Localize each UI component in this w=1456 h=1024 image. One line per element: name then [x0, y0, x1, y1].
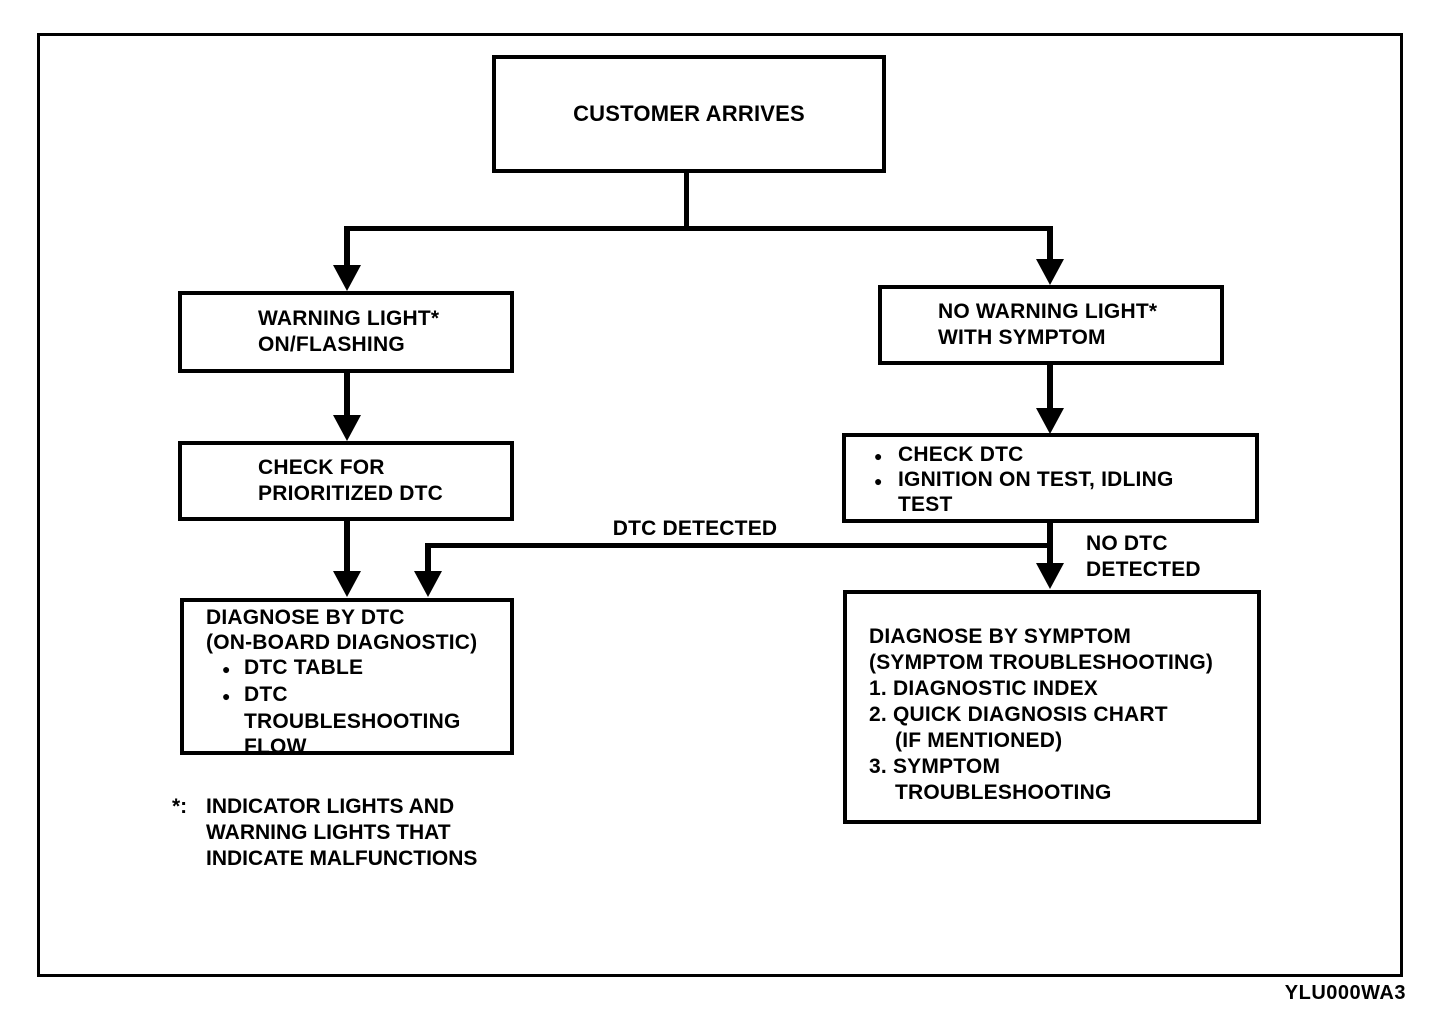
connector-dtc-detected-drop: [425, 543, 431, 573]
connector-check-to-diagnose-dtc: [344, 521, 350, 573]
bullet-line: ● IGNITION ON TEST, IDLING: [874, 468, 1247, 493]
arrowhead-to-no-warning-light: [1036, 259, 1064, 285]
label-no-dtc-detected: NO DTC DETECTED: [1086, 531, 1201, 583]
bullet-icon: ●: [874, 448, 883, 464]
footnote-asterisk: *:: [172, 795, 188, 818]
box-text: NO WARNING LIGHT*: [938, 300, 1158, 323]
label-dtc-detected: DTC DETECTED: [612, 517, 778, 540]
flow-box-diagnose-by-symptom: DIAGNOSE BY SYMPTOM (SYMPTOM TROUBLESHOO…: [843, 590, 1261, 824]
box-text: DTC TABLE: [244, 656, 364, 679]
wrapped-line: TEST: [898, 493, 1247, 517]
flow-box-diagnose-by-dtc: DIAGNOSE BY DTC (ON-BOARD DIAGNOSTIC) ● …: [180, 598, 514, 758]
connector-warning-to-check: [344, 373, 350, 418]
arrowhead-to-diagnose-dtc-left: [333, 571, 361, 597]
bullet-icon: ●: [222, 661, 231, 677]
footnote: *: INDICATOR LIGHTS AND WARNING LIGHTS T…: [172, 794, 477, 872]
flow-box-customer-arrives: CUSTOMER ARRIVES: [492, 55, 886, 173]
footnote-line: INDICATE MALFUNCTIONS: [206, 847, 478, 870]
box-text: PRIORITIZED DTC: [258, 482, 443, 505]
bullet-line: ● DTC TABLE: [222, 655, 504, 682]
box-text: 1. DIAGNOSTIC INDEX: [869, 677, 1098, 700]
box-text: CUSTOMER ARRIVES: [573, 101, 805, 126]
arrowhead-to-check-prioritized: [333, 415, 361, 441]
box-text: TEST: [898, 493, 953, 516]
box-text: DIAGNOSE BY SYMPTOM: [869, 625, 1132, 648]
label-line: NO DTC: [1086, 532, 1168, 555]
bullet-line: ● CHECK DTC: [874, 443, 1247, 468]
box-text: (SYMPTOM TROUBLESHOOTING): [869, 651, 1214, 674]
wrapped-line: (IF MENTIONED): [895, 729, 1063, 752]
arrowhead-to-check-dtc: [1036, 408, 1064, 434]
box-text: (ON-BOARD DIAGNOSTIC): [206, 631, 478, 654]
connector-no-warning-to-check-dtc: [1047, 365, 1053, 411]
bullet-icon: ●: [874, 473, 883, 489]
connector-customer-down: [684, 173, 689, 229]
box-text: 2. QUICK DIAGNOSIS CHART: [869, 703, 1168, 726]
flow-box-check-prioritized-dtc: CHECK FOR PRIORITIZED DTC: [178, 441, 514, 521]
box-text: ON/FLASHING: [258, 333, 405, 356]
arrowhead-to-diagnose-symptom: [1036, 563, 1064, 589]
label-line: DETECTED: [1086, 558, 1201, 581]
box-text: DTC: [244, 683, 288, 706]
connector-dtc-detected-bar: [425, 543, 1051, 548]
box-text: DIAGNOSE BY DTC: [206, 606, 405, 629]
flow-box-check-dtc: ● CHECK DTC ● IGNITION ON TEST, IDLING T…: [842, 433, 1259, 523]
connector-right-drop: [1047, 226, 1053, 260]
box-text: TROUBLESHOOTING: [244, 710, 461, 733]
box-text: 3. SYMPTOM: [869, 755, 1001, 778]
box-text: FLOW: [244, 735, 307, 758]
wrapped-line: FLOW: [244, 734, 504, 759]
footnote-text: INDICATOR LIGHTS AND WARNING LIGHTS THAT…: [206, 794, 477, 872]
flow-box-no-warning-light: NO WARNING LIGHT* WITH SYMPTOM: [878, 285, 1224, 365]
bullet-icon: ●: [222, 688, 231, 704]
wrapped-line: TROUBLESHOOTING: [895, 781, 1112, 804]
wrapped-line: TROUBLESHOOTING: [244, 709, 504, 734]
figure-code: YLU000WA3: [1284, 982, 1406, 1004]
box-text: CHECK FOR: [258, 456, 385, 479]
box-text: CHECK DTC: [898, 443, 1024, 466]
box-text: WARNING LIGHT*: [258, 307, 440, 330]
footnote-line: INDICATOR LIGHTS AND: [206, 795, 455, 818]
arrowhead-to-warning-light: [333, 265, 361, 291]
footnote-line: WARNING LIGHTS THAT: [206, 821, 451, 844]
box-text: IGNITION ON TEST, IDLING: [898, 468, 1174, 491]
flow-box-warning-light: WARNING LIGHT* ON/FLASHING: [178, 291, 514, 373]
connector-top-split-bar: [345, 226, 1052, 231]
box-text: WITH SYMPTOM: [938, 326, 1106, 349]
arrowhead-to-diagnose-dtc-branch: [414, 571, 442, 597]
connector-left-drop: [344, 226, 350, 268]
bullet-line: ● DTC: [222, 682, 504, 709]
